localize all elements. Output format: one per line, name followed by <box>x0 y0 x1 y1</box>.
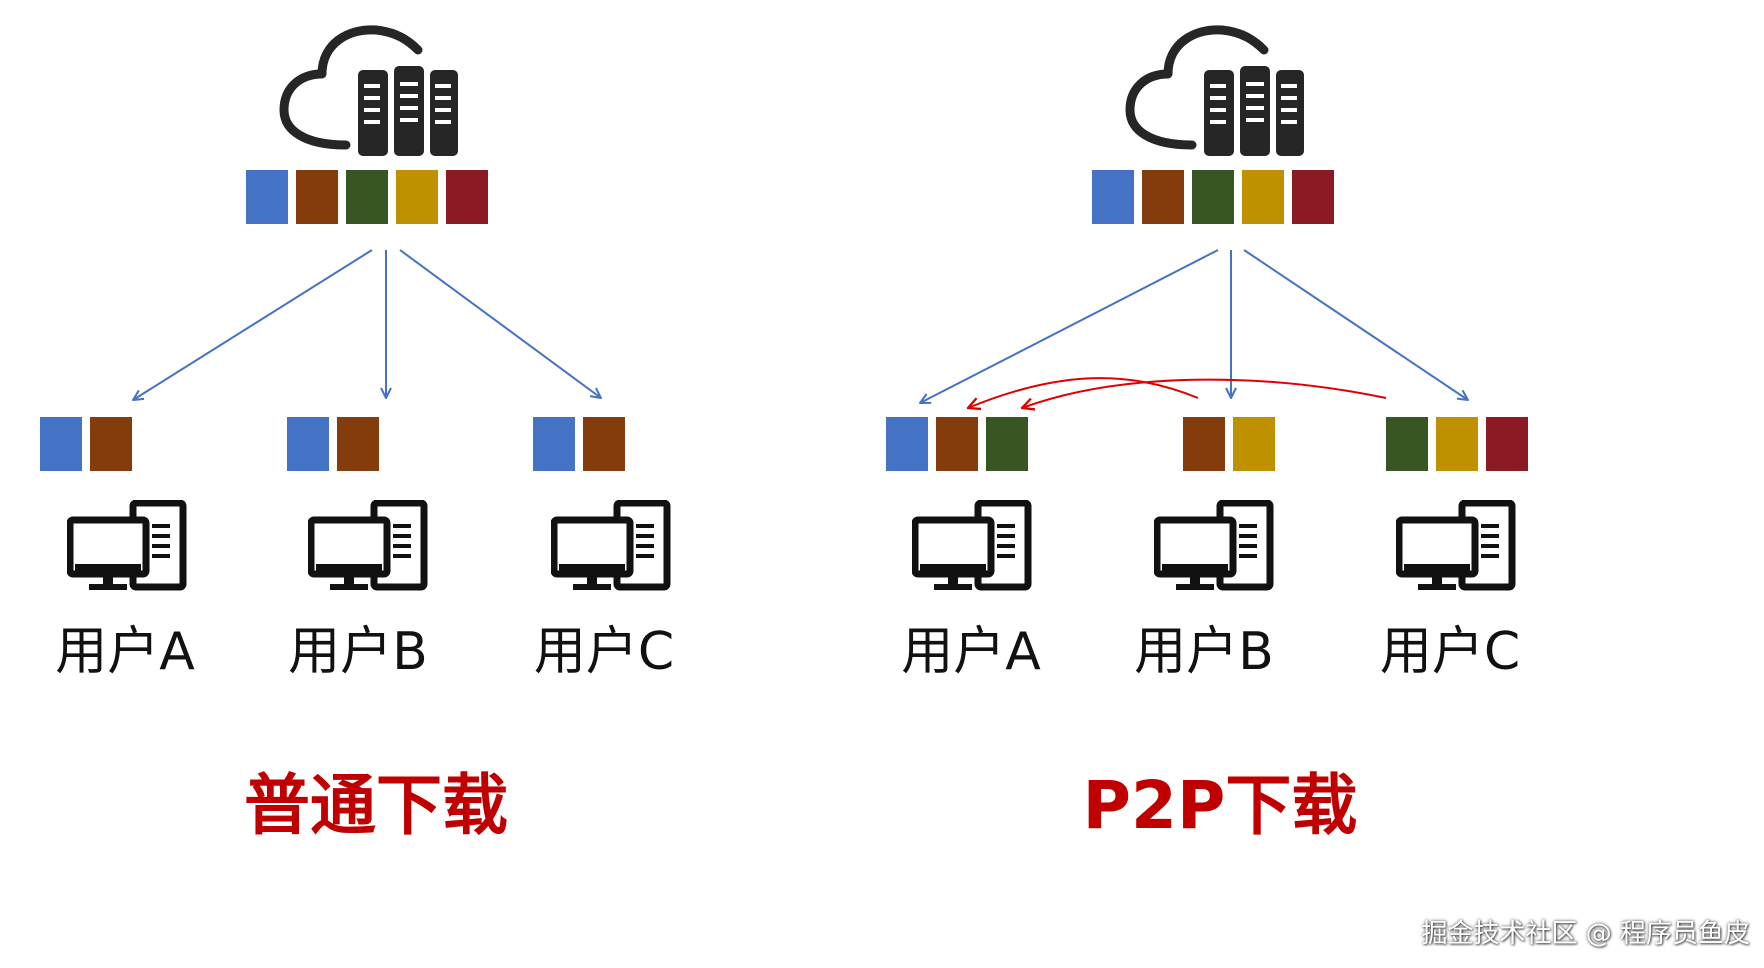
blue-data-block <box>287 417 329 471</box>
blue-data-block <box>1092 170 1134 224</box>
peer-arrow-c-to-a <box>1022 378 1387 408</box>
cloud-server-icon <box>1130 30 1304 156</box>
blue-data-block <box>886 417 928 471</box>
download-arrow-to-user-c <box>399 249 601 398</box>
user-c-block-strip <box>1386 417 1528 471</box>
green-data-block <box>1386 417 1428 471</box>
desktop-computer-icon <box>554 503 667 590</box>
panel-title-normal: 普通下载 <box>244 767 508 844</box>
peer-arrow-b-to-a <box>968 377 1199 408</box>
green-data-block <box>346 170 388 224</box>
download-arrow-to-user-a <box>920 249 1219 403</box>
user-b-label: 用户B <box>1134 622 1274 682</box>
red-data-block <box>1292 170 1334 224</box>
brown-data-block <box>936 417 978 471</box>
gold-data-block <box>1242 170 1284 224</box>
gold-data-block <box>1233 417 1275 471</box>
user-b-block-strip <box>287 417 379 471</box>
blue-data-block <box>533 417 575 471</box>
brown-data-block <box>583 417 625 471</box>
desktop-computer-icon <box>1399 503 1512 590</box>
user-b-label: 用户B <box>288 622 428 682</box>
user-a-block-strip <box>40 417 132 471</box>
green-data-block <box>1192 170 1234 224</box>
user-a-label: 用户A <box>901 622 1041 682</box>
brown-data-block <box>1142 170 1184 224</box>
watermark: 掘金技术社区 @ 程序员鱼皮 <box>1421 919 1750 949</box>
blue-data-block <box>246 170 288 224</box>
server-block-strip <box>1092 170 1334 224</box>
gold-data-block <box>396 170 438 224</box>
desktop-computer-icon <box>1157 503 1270 590</box>
red-data-block <box>446 170 488 224</box>
red-data-block <box>1486 417 1528 471</box>
user-a-block-strip <box>886 417 1028 471</box>
green-data-block <box>986 417 1028 471</box>
desktop-computer-icon <box>70 503 183 590</box>
gold-data-block <box>1436 417 1478 471</box>
desktop-computer-icon <box>915 503 1028 590</box>
user-c-block-strip <box>533 417 625 471</box>
brown-data-block <box>1183 417 1225 471</box>
brown-data-block <box>90 417 132 471</box>
p2p-download-panel <box>886 30 1528 590</box>
download-arrow-to-user-a <box>133 249 373 400</box>
blue-data-block <box>40 417 82 471</box>
user-b-block-strip <box>1183 417 1275 471</box>
cloud-server-icon <box>284 30 458 156</box>
desktop-computer-icon <box>311 503 424 590</box>
user-c-label: 用户C <box>533 622 675 682</box>
server-block-strip <box>246 170 488 224</box>
brown-data-block <box>337 417 379 471</box>
normal-download-panel <box>40 30 667 590</box>
user-a-label: 用户A <box>55 622 195 682</box>
download-arrow-to-user-c <box>1243 249 1468 400</box>
user-c-label: 用户C <box>1379 622 1521 682</box>
brown-data-block <box>296 170 338 224</box>
panel-title-p2p: P2P下载 <box>1082 767 1358 844</box>
